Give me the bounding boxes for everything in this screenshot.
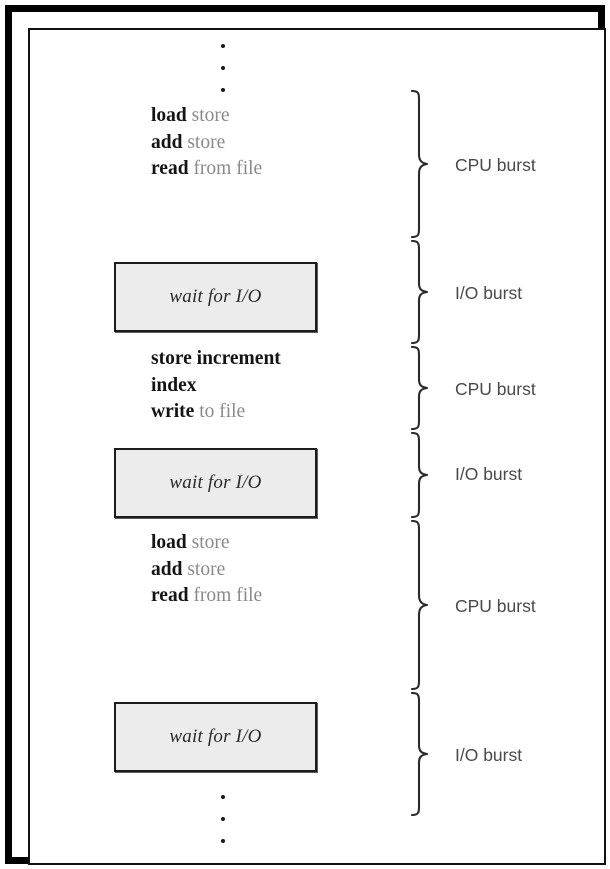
burst-label-cpu-3: CPU burst bbox=[455, 596, 536, 616]
dot bbox=[221, 44, 225, 48]
brace-io-burst-1 bbox=[410, 240, 432, 344]
instruction-keyword: store increment bbox=[151, 348, 281, 369]
burst-label-io-2: I/O burst bbox=[455, 464, 523, 484]
instruction-operand: from file bbox=[188, 158, 263, 179]
instruction-block-1: load store add store read from file bbox=[151, 103, 262, 183]
brace-icon bbox=[410, 520, 429, 690]
instruction-keyword: load bbox=[151, 532, 187, 553]
instruction-operand: store bbox=[182, 131, 226, 153]
brace-icon bbox=[410, 346, 429, 430]
instruction-block-2: store increment index write to file bbox=[151, 346, 281, 426]
instruction-line: read from file bbox=[151, 156, 262, 183]
instruction-line: store increment bbox=[151, 346, 281, 373]
instruction-keyword: add bbox=[151, 131, 183, 153]
instruction-operand: to file bbox=[194, 401, 246, 422]
ellipsis-top bbox=[216, 44, 230, 92]
burst-label-io-1: I/O burst bbox=[455, 283, 523, 303]
instruction-line: read from file bbox=[151, 583, 262, 610]
instruction-line: load store bbox=[151, 530, 262, 557]
diagram-body: load store add store read from file wait… bbox=[18, 18, 592, 851]
ellipsis-bottom bbox=[216, 795, 230, 843]
burst-label-io-3: I/O burst bbox=[455, 745, 523, 765]
instruction-operand: store bbox=[182, 558, 226, 580]
dot bbox=[221, 817, 225, 821]
instruction-keyword: read bbox=[151, 585, 189, 606]
instruction-line: load store bbox=[151, 103, 262, 130]
wait-for-io-label: wait for I/O bbox=[169, 472, 262, 493]
dot bbox=[221, 839, 225, 843]
instruction-operand: store bbox=[186, 105, 230, 126]
instruction-line: add store bbox=[151, 557, 262, 584]
wait-for-io-box-3[interactable]: wait for I/O bbox=[114, 702, 317, 772]
brace-icon bbox=[410, 692, 429, 816]
brace-icon bbox=[410, 240, 429, 344]
brace-cpu-burst-1 bbox=[410, 90, 432, 238]
instruction-block-3: load store add store read from file bbox=[151, 530, 262, 610]
instruction-line: index bbox=[151, 373, 281, 400]
brace-io-burst-3 bbox=[410, 692, 432, 816]
wait-for-io-box-1[interactable]: wait for I/O bbox=[114, 262, 317, 332]
instruction-keyword: load bbox=[151, 105, 187, 126]
brace-cpu-burst-2 bbox=[410, 346, 432, 430]
burst-label-cpu-2: CPU burst bbox=[455, 379, 536, 399]
brace-icon bbox=[410, 432, 429, 518]
dot bbox=[221, 66, 225, 70]
instruction-keyword: index bbox=[151, 374, 197, 396]
instruction-line: add store bbox=[151, 130, 262, 157]
instruction-line: write to file bbox=[151, 399, 281, 426]
instruction-operand: from file bbox=[188, 585, 263, 606]
wait-for-io-box-2[interactable]: wait for I/O bbox=[114, 448, 317, 518]
dot bbox=[221, 795, 225, 799]
instruction-keyword: add bbox=[151, 558, 183, 580]
burst-label-cpu-1: CPU burst bbox=[455, 155, 536, 175]
instruction-keyword: write bbox=[151, 401, 195, 422]
brace-io-burst-2 bbox=[410, 432, 432, 518]
instruction-operand: store bbox=[186, 532, 230, 553]
instruction-keyword: read bbox=[151, 158, 189, 179]
wait-for-io-label: wait for I/O bbox=[169, 726, 262, 747]
wait-for-io-label: wait for I/O bbox=[169, 286, 262, 307]
brace-icon bbox=[410, 90, 429, 238]
dot bbox=[221, 88, 225, 92]
brace-cpu-burst-3 bbox=[410, 520, 432, 690]
